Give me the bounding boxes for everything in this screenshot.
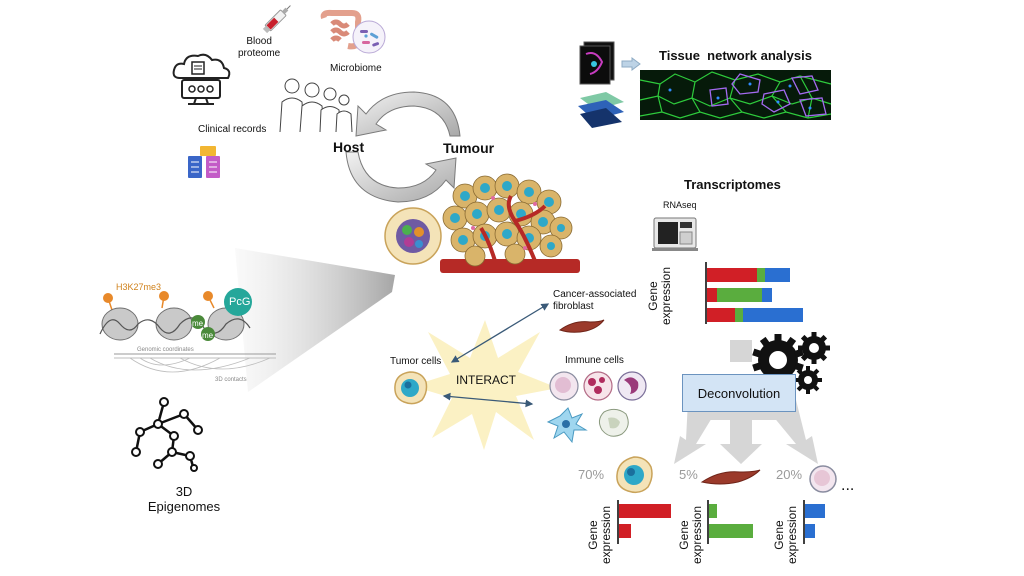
tissue-slides-icon xyxy=(578,41,624,128)
transcriptome-bar-1-red xyxy=(707,268,757,282)
tumor-cells-label: Tumor cells xyxy=(390,356,442,367)
transcriptome-bar-3-blue xyxy=(743,308,803,322)
3d-contacts-label: 3D contacts xyxy=(215,377,247,383)
transcriptome-bar-3-red xyxy=(707,308,735,322)
tissue-network-title: Tissue network analysis xyxy=(659,48,812,63)
transcriptome-bar-1-blue xyxy=(765,268,790,282)
transcriptome-bar-chart xyxy=(705,262,803,324)
h3k27me3-label: H3K27me3 xyxy=(116,282,162,292)
output-gene-expression-label-1: Gene expression xyxy=(586,505,613,565)
tissue-network-image xyxy=(639,70,832,120)
deconvolution-label: Deconvolution xyxy=(697,385,781,401)
immune-cells-icons xyxy=(546,371,647,444)
output-bar-chart-2 xyxy=(707,500,753,544)
output-tumor-cell-icon xyxy=(616,456,653,494)
tumour-mass-illustration xyxy=(384,173,580,273)
syringe-icon xyxy=(262,5,291,34)
output-bar-chart-3 xyxy=(803,500,825,544)
output-ellipsis: ... xyxy=(841,477,855,494)
transcriptome-bar-3-green xyxy=(735,308,743,322)
network-graph-icon xyxy=(131,397,203,472)
transcriptome-bar-2-blue xyxy=(762,288,772,302)
transcriptome-bar-2-red xyxy=(707,288,717,302)
output-3-bar-1 xyxy=(805,504,825,518)
transcriptome-bar-1-green xyxy=(757,268,765,282)
output-3-bar-2 xyxy=(805,524,815,538)
output-gene-expression-label-3: Gene expression xyxy=(772,505,799,565)
output-bar-chart-1 xyxy=(617,500,671,544)
output-2-bar-1 xyxy=(709,504,717,518)
microbiome-label: Microbiome xyxy=(330,63,382,74)
genomic-coordinates-label: Genomic coordinates xyxy=(137,347,194,353)
output-2-bar-2 xyxy=(709,524,753,538)
transcriptome-bar-2-green xyxy=(717,288,762,302)
blood-proteome-label: Blood proteome xyxy=(238,36,281,59)
pcg-label: PcG xyxy=(229,296,251,308)
fibroblast-icon xyxy=(558,319,605,333)
clipboard-icon xyxy=(188,146,220,178)
tumour-label: Tumour xyxy=(443,140,495,156)
clinical-records-label: Clinical records xyxy=(198,124,267,135)
interact-arrows xyxy=(442,303,550,408)
transcriptomes-title: Transcriptomes xyxy=(684,177,781,192)
host-label: Host xyxy=(333,139,365,155)
sequencer-icon xyxy=(652,217,698,251)
output-1-bar-2 xyxy=(619,524,631,538)
me-label-2: me xyxy=(202,331,214,340)
3d-epigenomes-title: 3D Epigenomes xyxy=(147,484,221,514)
output-pct-immune: 20% xyxy=(776,467,803,482)
cloud-computer-icon xyxy=(172,53,231,105)
people-silhouettes-icon xyxy=(279,78,353,133)
bacteria-icon xyxy=(352,20,386,54)
tumor-cell-icon xyxy=(394,371,428,405)
chromatin-illustration xyxy=(99,288,276,373)
output-pct-tumor: 70% xyxy=(578,467,605,482)
immune-cells-label: Immune cells xyxy=(565,355,624,366)
transcriptome-gene-expression-label: Gene expression xyxy=(646,266,673,326)
rnaseq-label: RNAseq xyxy=(663,200,697,210)
output-immune-cell-icon xyxy=(809,465,837,493)
interact-label: INTERACT xyxy=(456,373,516,387)
deconvolution-box[interactable]: Deconvolution xyxy=(682,374,796,412)
output-pct-fibroblast: 5% xyxy=(679,467,698,482)
cycle-arrows-icon xyxy=(345,91,461,203)
me-label-1: me xyxy=(192,319,204,328)
output-fibroblast-icon xyxy=(700,469,761,485)
caf-label: Cancer-associated fibroblast xyxy=(553,289,637,312)
arrow-right-icon xyxy=(621,57,641,71)
output-1-bar-1 xyxy=(619,504,671,518)
